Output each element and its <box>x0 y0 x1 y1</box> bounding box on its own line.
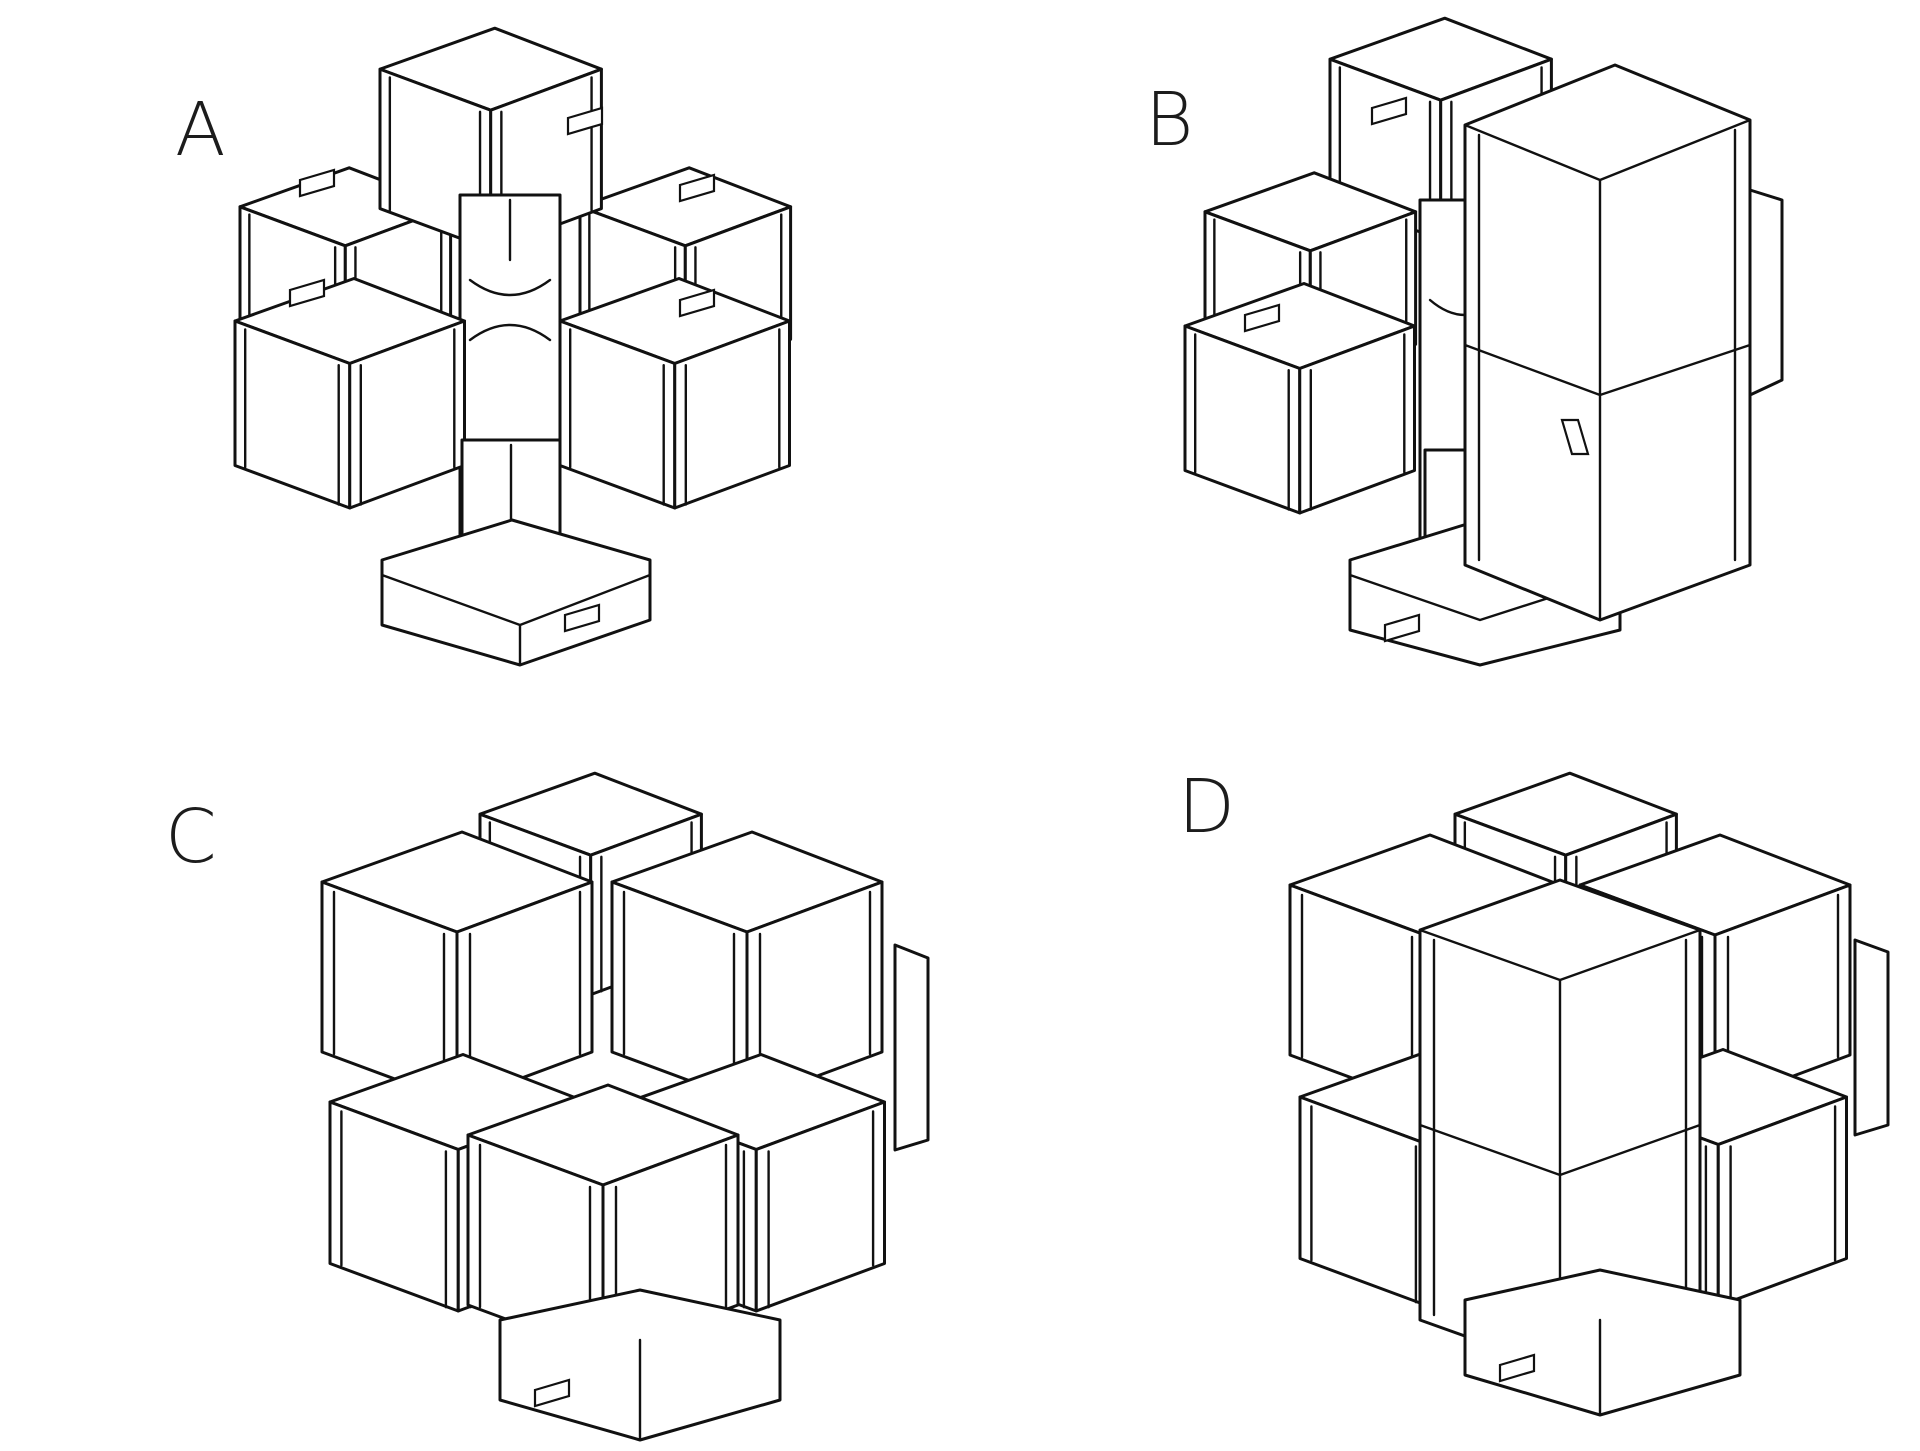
panel-label-d: D <box>1178 764 1235 850</box>
panel-label-a: A <box>175 87 226 173</box>
panel-label-b: B <box>1145 77 1194 163</box>
panel-c-drawing <box>320 771 928 1440</box>
panel-d-drawing <box>1288 771 1888 1415</box>
panel-a-drawing <box>233 26 792 665</box>
panel-b-drawing <box>1183 16 1782 665</box>
panel-label-c: C <box>165 794 217 880</box>
